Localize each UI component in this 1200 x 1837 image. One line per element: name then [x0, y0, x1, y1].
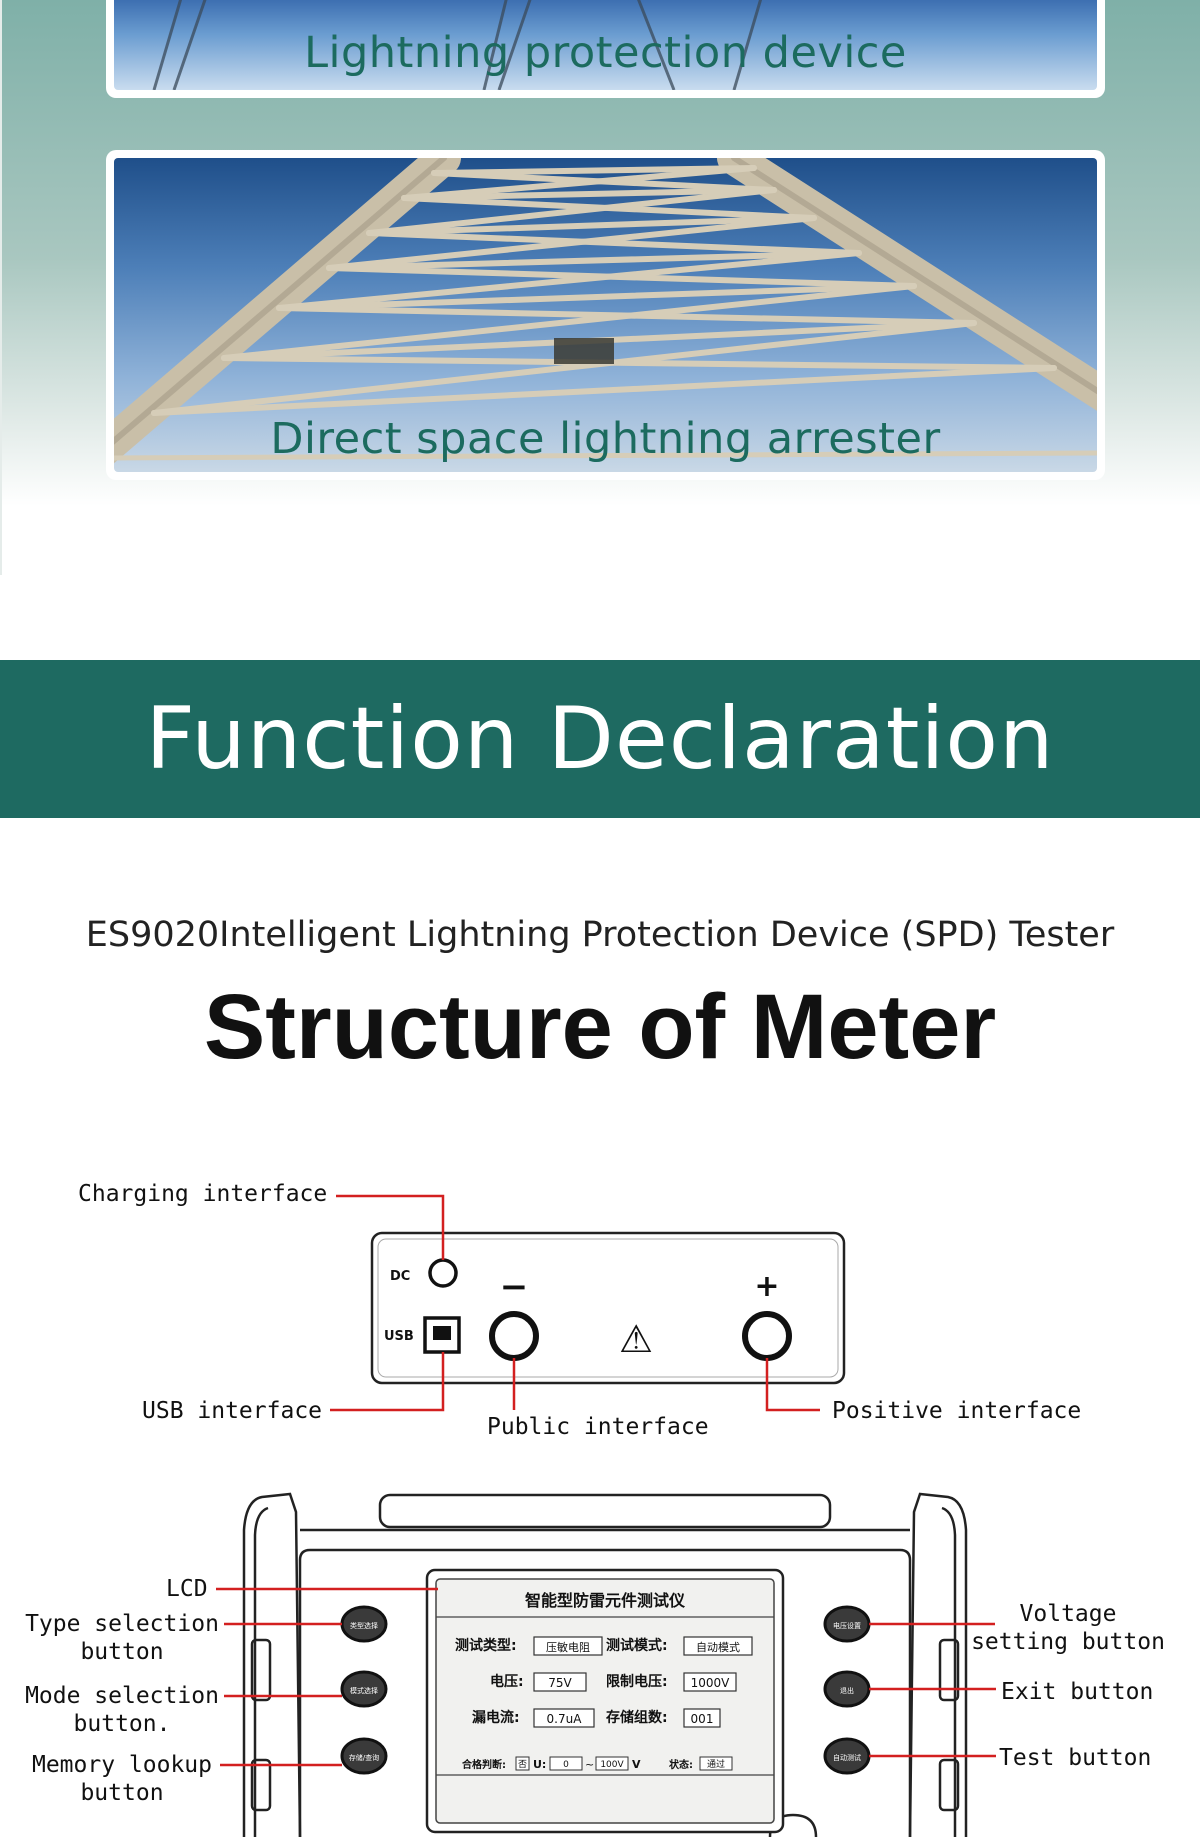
svg-text:100V: 100V — [600, 1760, 624, 1770]
svg-text:75V: 75V — [548, 1676, 572, 1690]
svg-text:自动模式: 自动模式 — [696, 1641, 740, 1654]
svg-text:通过: 通过 — [707, 1758, 725, 1770]
port-label-usb: USB — [384, 1329, 414, 1344]
svg-text:~: ~ — [585, 1758, 594, 1771]
svg-text:漏电流:: 漏电流: — [472, 1709, 520, 1726]
svg-text:存储组数:: 存储组数: — [606, 1709, 668, 1726]
svg-text:状态:: 状态: — [669, 1758, 693, 1771]
label-lcd: LCD — [166, 1576, 208, 1602]
svg-text:0.7uA: 0.7uA — [547, 1712, 583, 1726]
section-title: Structure of Meter — [203, 976, 997, 1078]
svg-text:合格判断:: 合格判断: — [461, 1758, 506, 1771]
photo-caption: Direct space lightning arrester — [270, 414, 941, 464]
label-positive-interface: Positive interface — [832, 1398, 1082, 1424]
tower-silhouette-1 — [152, 0, 763, 90]
photo-caption: Lightning protection device — [304, 28, 907, 78]
svg-text:否: 否 — [518, 1759, 527, 1770]
test-button[interactable]: 自动测试 — [823, 1737, 871, 1775]
label-public-interface: Public interface — [487, 1414, 709, 1440]
connector-panel: DC USB − ⚠ + — [370, 1231, 846, 1385]
memory-lookup-button[interactable]: 存储/查询 — [340, 1737, 388, 1775]
banner-title: Function Declaration — [145, 689, 1055, 789]
minus-sign: − — [500, 1267, 529, 1307]
photo-card-arrester: Direct space lightning arrester — [106, 150, 1105, 480]
exit-button[interactable]: 退出 — [823, 1670, 871, 1708]
label-charging-interface: Charging interface — [78, 1181, 328, 1207]
svg-text:U:: U: — [533, 1758, 546, 1771]
meter-body — [242, 1492, 968, 1837]
svg-text:测试模式:: 测试模式: — [606, 1637, 668, 1654]
function-declaration-banner: Function Declaration — [0, 660, 1200, 818]
dc-port-icon — [428, 1258, 458, 1288]
positive-terminal-icon — [742, 1311, 792, 1361]
photo-protection-device: Lightning protection device — [114, 0, 1097, 90]
svg-text:测试类型:: 测试类型: — [455, 1637, 517, 1654]
label-usb-interface: USB interface — [142, 1398, 323, 1424]
lcd-screen: 智能型防雷元件测试仪 测试类型: 压敏电阻 测试模式: 自动模式 电压: 75V… — [425, 1568, 785, 1834]
svg-text:存储/查询: 存储/查询 — [349, 1753, 379, 1762]
svg-text:001: 001 — [691, 1712, 714, 1726]
svg-text:限制电压:: 限制电压: — [606, 1673, 668, 1690]
svg-text:自动测试: 自动测试 — [833, 1753, 861, 1762]
tower-lattice-illustration — [114, 158, 1097, 464]
svg-text:压敏电阻: 压敏电阻 — [546, 1640, 590, 1654]
leader-lines — [216, 1194, 996, 1767]
svg-text:1000V: 1000V — [691, 1676, 731, 1690]
plus-sign: + — [754, 1269, 779, 1304]
voltage-setting-button[interactable]: 电压设置 — [823, 1605, 871, 1643]
svg-text:类型选择: 类型选择 — [350, 1621, 378, 1630]
product-subtitle: ES9020Intelligent Lightning Protection D… — [85, 915, 1115, 955]
svg-text:V: V — [632, 1758, 641, 1771]
mode-selection-button[interactable]: 模式选择 — [340, 1670, 388, 1708]
photo-card-protection-device: Lightning protection device — [106, 0, 1105, 98]
label-exit-button: Exit button — [1001, 1679, 1154, 1705]
svg-text:退出: 退出 — [840, 1686, 854, 1695]
photo-arrester: Direct space lightning arrester — [114, 158, 1097, 472]
leader-usb — [330, 1352, 445, 1412]
port-label-dc: DC — [390, 1269, 410, 1284]
svg-text:电压设置: 电压设置 — [833, 1621, 861, 1630]
svg-text:电压:: 电压: — [490, 1673, 524, 1690]
leader-charging — [336, 1194, 445, 1260]
left-edge-line — [0, 0, 2, 575]
warning-icon: ⚠ — [619, 1317, 653, 1361]
svg-text:模式选择: 模式选择 — [350, 1686, 378, 1695]
public-terminal-icon — [489, 1311, 539, 1361]
lcd-title: 智能型防雷元件测试仪 — [525, 1591, 686, 1610]
type-selection-button[interactable]: 类型选择 — [340, 1605, 388, 1643]
svg-text:0: 0 — [563, 1760, 569, 1770]
leader-positive — [765, 1358, 820, 1412]
label-test-button: Test button — [999, 1745, 1152, 1771]
